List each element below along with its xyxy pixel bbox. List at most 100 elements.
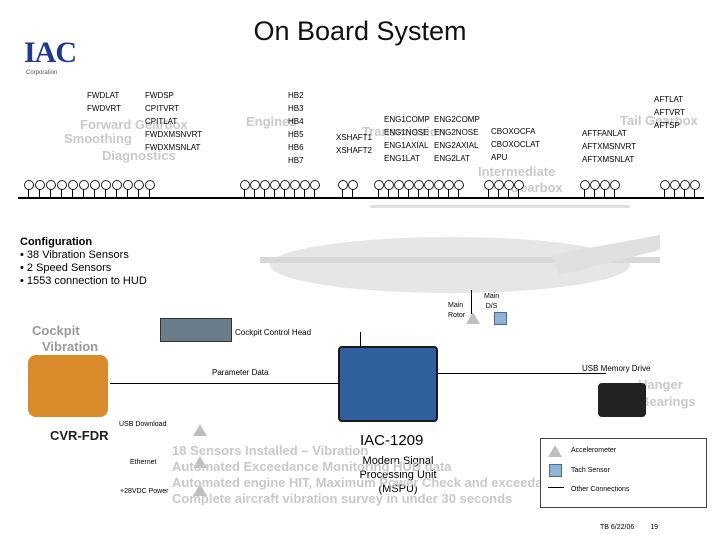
sensor-drop-line bbox=[458, 189, 459, 197]
vibration-sensor-node bbox=[454, 180, 464, 190]
sensor-label: XSHAFT2 bbox=[336, 146, 373, 155]
sensor-drop-line bbox=[438, 189, 439, 197]
sensor-drop-line bbox=[94, 189, 95, 197]
sensor-label: HB2 bbox=[288, 91, 304, 100]
vibration-sensor-node bbox=[444, 180, 454, 190]
sensor-label: HB3 bbox=[288, 104, 304, 113]
eng2-labels: ENG2COMP ENG2NOSE ENG2AXIAL ENG2LAT bbox=[434, 113, 480, 165]
usb-drive-image bbox=[598, 383, 646, 417]
sensor-drop-line bbox=[498, 189, 499, 197]
mspu-line: Modern Signal bbox=[362, 455, 434, 467]
sensor-drop-line bbox=[584, 189, 585, 197]
usb-download-label: USB Download bbox=[119, 421, 167, 428]
configuration-item: • 1553 connection to HUD bbox=[20, 275, 147, 287]
vibration-sensor-node bbox=[590, 180, 600, 190]
sensor-drop-line bbox=[352, 189, 353, 197]
parameter-data-label: Parameter Data bbox=[212, 368, 269, 377]
hb-labels: HB2 HB3 HB4 HB5 HB6 HB7 bbox=[288, 89, 304, 167]
sensor-drop-line bbox=[518, 189, 519, 197]
vibration-sensor-node bbox=[348, 180, 358, 190]
sensor-drop-line bbox=[116, 189, 117, 197]
vibration-sensor-node bbox=[514, 180, 524, 190]
sensor-label: AFTLAT bbox=[654, 95, 684, 104]
ghost-forward-gearbox: Forward Gearbox bbox=[80, 117, 188, 132]
vibration-sensor-node bbox=[504, 180, 514, 190]
sensor-label: AFTSP bbox=[654, 121, 680, 130]
sensor-drop-line bbox=[274, 189, 275, 197]
sensor-drop-line bbox=[594, 189, 595, 197]
mspu-device bbox=[338, 346, 438, 422]
accelerometer-icon bbox=[193, 456, 207, 468]
sensor-drop-line bbox=[149, 189, 150, 197]
tach-sensor-icon bbox=[549, 464, 562, 477]
footer: TB 6/22/06 19 bbox=[600, 524, 658, 531]
configuration-item: • 2 Speed Sensors bbox=[20, 262, 112, 274]
sensor-drop-line bbox=[294, 189, 295, 197]
sensor-label: FWDSP bbox=[145, 91, 174, 100]
main-ds-label: Main D/S bbox=[484, 292, 499, 312]
sensor-drop-line bbox=[488, 189, 489, 197]
aftx-labels: AFTFANLAT AFTXMSNVRT AFTXMSNLAT bbox=[582, 127, 636, 166]
sensor-drop-line bbox=[614, 189, 615, 197]
sensor-drop-line bbox=[304, 189, 305, 197]
ghost-intermediate: Intermediate bbox=[478, 164, 556, 179]
logo-subtitle: Corporation bbox=[26, 70, 58, 76]
configuration-heading: Configuration bbox=[20, 236, 93, 248]
sensor-label: FWDVRT bbox=[87, 104, 122, 113]
main-rotor-label: Main Rotor bbox=[448, 301, 465, 321]
sensor-drop-line bbox=[378, 189, 379, 197]
accelerometer-icon bbox=[193, 424, 207, 436]
vibration-sensor-node bbox=[68, 180, 78, 190]
ds-line: Main bbox=[484, 293, 500, 300]
vibration-sensor-node bbox=[404, 180, 414, 190]
sensor-label: AFTVRT bbox=[654, 108, 685, 117]
vibration-sensor-node bbox=[610, 180, 620, 190]
ghost-vibration: Vibration bbox=[42, 339, 99, 354]
vibration-sensor-node bbox=[145, 180, 155, 190]
iac-logo: IAC Corporation bbox=[22, 34, 102, 78]
eng1-labels: ENG1COMP ENG1NOSE ENG1AXIAL ENG1LAT bbox=[384, 113, 430, 165]
legend-other: Other Connections bbox=[571, 486, 630, 493]
sensor-label: APU bbox=[491, 153, 508, 162]
sensor-drop-line bbox=[127, 189, 128, 197]
vibration-sensor-node bbox=[79, 180, 89, 190]
sensor-drop-line bbox=[264, 189, 265, 197]
sensor-drop-line bbox=[342, 189, 343, 197]
sensor-label: HB4 bbox=[288, 117, 304, 126]
sensor-drop-line bbox=[83, 189, 84, 197]
mspu-label: Modern Signal Processing Unit (MSPU) bbox=[350, 454, 446, 496]
vibration-sensor-node bbox=[300, 180, 310, 190]
sensor-drop-line bbox=[388, 189, 389, 197]
accelerometer-icon bbox=[466, 312, 480, 324]
helicopter-silhouette bbox=[260, 205, 660, 293]
sensor-drop-line bbox=[254, 189, 255, 197]
logo-text: IAC bbox=[24, 36, 77, 69]
sensor-label: ENG1COMP bbox=[384, 115, 430, 124]
sensor-label: FWDLAT bbox=[87, 91, 120, 100]
vibration-sensor-node bbox=[600, 180, 610, 190]
ghost-engines: Engines bbox=[246, 114, 297, 129]
sensor-label: CBOXOCLAT bbox=[491, 140, 540, 149]
sensor-label: AFTXMSNVRT bbox=[582, 142, 637, 151]
rotor-line: Main bbox=[448, 302, 464, 309]
sensor-drop-line bbox=[105, 189, 106, 197]
configuration-block: Configuration • 38 Vibration Sensors • 2… bbox=[20, 236, 147, 288]
vibration-sensor-node bbox=[290, 180, 300, 190]
sensor-drop-line bbox=[244, 189, 245, 197]
vibration-sensor-node bbox=[680, 180, 690, 190]
vibration-sensor-node bbox=[424, 180, 434, 190]
sensor-drop-line bbox=[28, 189, 29, 197]
legend-accelerometer: Accelerometer bbox=[571, 447, 617, 454]
fwd-labels-col1: FWDLAT FWDVRT bbox=[87, 89, 121, 115]
other-connection-icon bbox=[548, 487, 564, 488]
sensor-drop-line bbox=[138, 189, 139, 197]
sensor-drop-line bbox=[508, 189, 509, 197]
feature-line: Automated Exceedance Monitoring HUD data bbox=[172, 459, 452, 474]
vibration-sensor-node bbox=[57, 180, 67, 190]
ghost-bearings: Bearings bbox=[640, 394, 696, 409]
vibration-sensor-node bbox=[24, 180, 34, 190]
mspu-connector-line bbox=[360, 332, 361, 348]
ethernet-label: Ethernet bbox=[130, 459, 157, 466]
configuration-item: • 38 Vibration Sensors bbox=[20, 249, 129, 261]
rotor-drop bbox=[471, 290, 472, 314]
